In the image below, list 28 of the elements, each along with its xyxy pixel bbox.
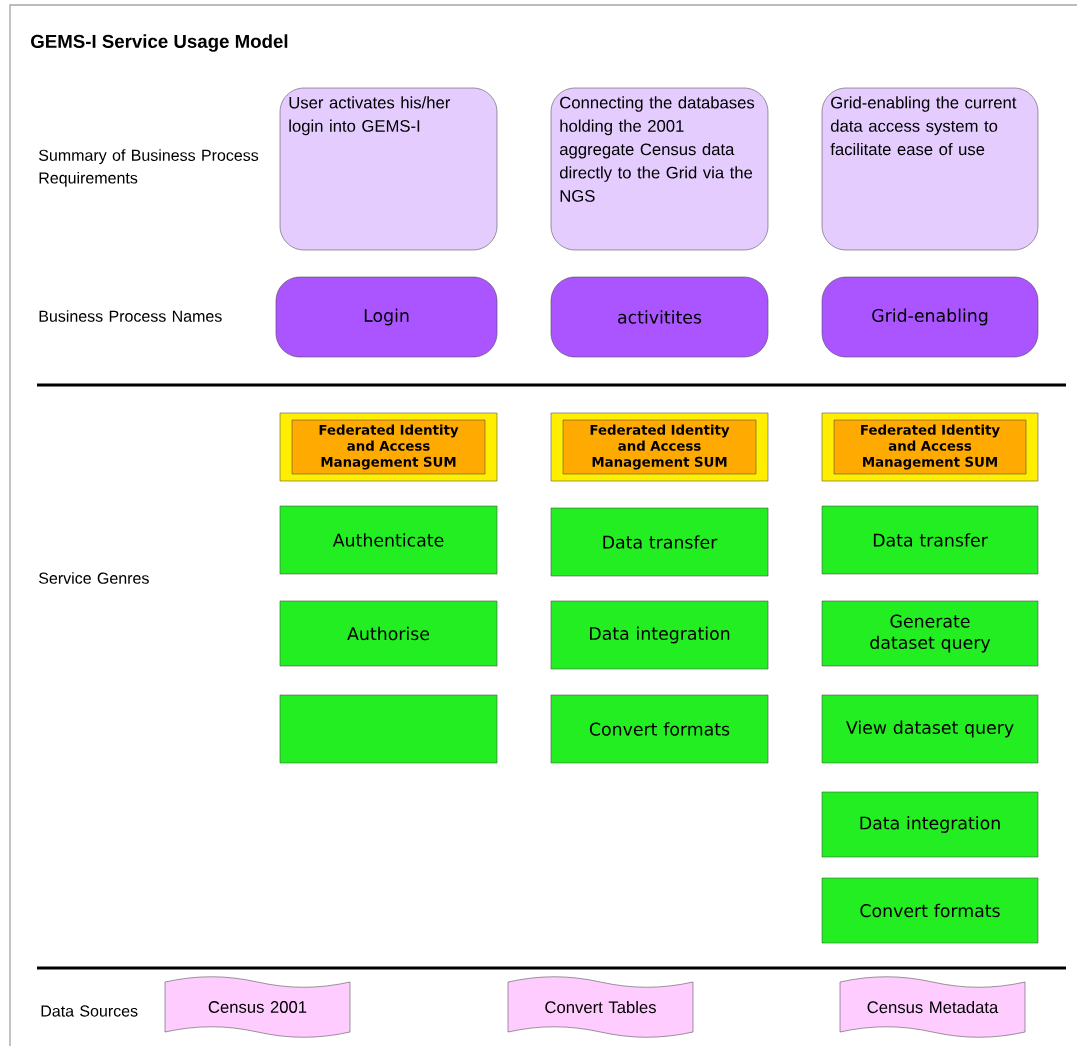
service-box: Data integration bbox=[821, 791, 1039, 858]
process-box: Login bbox=[275, 276, 498, 358]
requirement-box: Connecting the databases holding the 2001 aggregate Census data directly to the Grid via the NGS bbox=[550, 87, 769, 251]
data-source-tape: Census Metadata bbox=[839, 976, 1026, 1038]
service-box: Data integration bbox=[550, 600, 769, 670]
data-source-tape: Census 2001 bbox=[164, 976, 351, 1038]
row-label: Business Process Names bbox=[39, 310, 222, 322]
service-box: View dataset query bbox=[821, 694, 1039, 764]
service-box: Generate dataset query bbox=[821, 600, 1039, 667]
process-box: Grid-enabling bbox=[821, 276, 1039, 358]
requirement-box: User activates his/her login into GEMS-I bbox=[279, 87, 498, 251]
service-box: Federated Identity and Access Management SUM bbox=[279, 412, 498, 482]
process-box: activitites bbox=[550, 276, 769, 358]
service-box: Federated Identity and Access Management SUM bbox=[821, 412, 1039, 482]
service-box: Federated Identity and Access Management SUM bbox=[550, 412, 769, 482]
row-label: Service Genres bbox=[39, 572, 149, 584]
service-box: Convert formats bbox=[821, 877, 1039, 944]
title: GEMS-I Service Usage Model bbox=[31, 34, 288, 52]
row-label: Summary of Business Process Requirements bbox=[39, 149, 259, 187]
service-box: Data transfer bbox=[550, 507, 769, 577]
service-box: Data transfer bbox=[821, 505, 1039, 575]
service-box: Authenticate bbox=[279, 505, 498, 575]
service-box: Authorise bbox=[279, 600, 498, 667]
empty-box bbox=[279, 694, 498, 764]
data-source-tape: Convert Tables bbox=[507, 976, 694, 1038]
row-label: Data Sources bbox=[41, 1005, 138, 1017]
service-box: Convert formats bbox=[550, 694, 769, 764]
requirement-box: Grid-enabling the current data access system to facilitate ease of use bbox=[821, 87, 1039, 251]
